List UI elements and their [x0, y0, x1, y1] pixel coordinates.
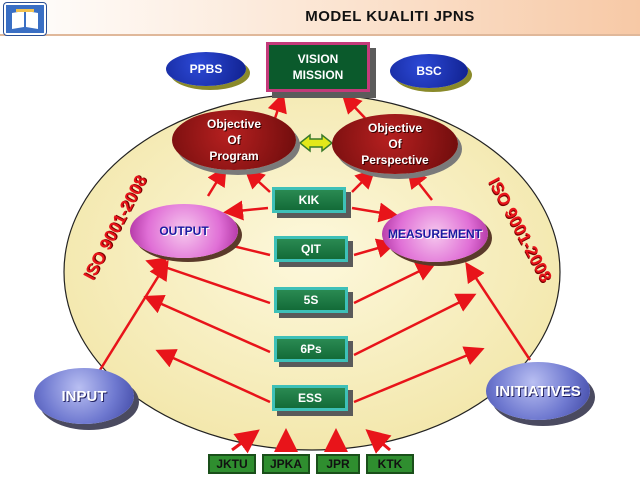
jpr-label: JPR	[326, 457, 350, 471]
6ps-label: 6Ps	[300, 342, 322, 356]
measurement-node: MEASUREMENT	[382, 206, 488, 262]
center-box-kik: KIK	[272, 187, 346, 213]
jpka-label: JPKA	[269, 457, 302, 471]
bsc-label: BSC	[416, 64, 442, 78]
qit-label: QIT	[301, 242, 321, 256]
objective-perspective-node: Objective Of Perspective	[332, 114, 458, 174]
center-box-6ps: 6Ps	[274, 336, 348, 362]
kik-label: KIK	[298, 193, 320, 207]
ppbs-node: PPBS	[166, 52, 246, 86]
center-box-qit: QIT	[274, 236, 348, 262]
input-label: INPUT	[61, 387, 107, 405]
center-box-ess: ESS	[272, 385, 348, 411]
bsc-node: BSC	[390, 54, 468, 88]
objective-program-node: Objective Of Program	[172, 110, 296, 170]
5s-label: 5S	[303, 293, 319, 307]
book-logo-icon	[4, 3, 46, 35]
input-node: INPUT	[34, 368, 134, 424]
initiatives-label: INITIATIVES	[495, 382, 581, 400]
page-title: MODEL KUALITI JPNS	[305, 8, 475, 25]
vision-label: VISION	[297, 52, 339, 66]
arrows-bottom	[231, 428, 392, 454]
objective-program-line-2: Of	[227, 133, 241, 147]
jktu-label: JKTU	[216, 457, 248, 471]
ess-label: ESS	[297, 391, 322, 405]
title-bar: MODEL KUALITI JPNS	[0, 0, 640, 36]
objective-program-line-3: Program	[209, 149, 259, 163]
output-node: OUTPUT	[130, 204, 238, 258]
arrows-left	[98, 92, 287, 404]
bottom-box-jktu: JKTU	[208, 454, 256, 474]
objective-program-line-1: Objective	[206, 117, 262, 131]
measurement-label: MEASUREMENT	[387, 227, 482, 241]
objective-perspective-line-3: Perspective	[361, 153, 429, 167]
initiatives-node: INITIATIVES	[486, 362, 590, 420]
quality-ellipse	[63, 93, 561, 451]
ppbs-label: PPBS	[189, 62, 223, 76]
objective-perspective-line-1: Objective	[367, 121, 423, 135]
objective-perspective-line-2: Of	[388, 137, 402, 151]
ktk-label: KTK	[377, 457, 403, 471]
center-box-5s: 5S	[274, 287, 348, 313]
bottom-box-ktk: KTK	[366, 454, 414, 474]
bottom-box-jpr: JPR	[316, 454, 360, 474]
vision-mission-node: VISION MISSION	[266, 42, 370, 92]
arrows-right	[244, 93, 532, 404]
output-label: OUTPUT	[159, 224, 209, 238]
bottom-box-jpka: JPKA	[262, 454, 310, 474]
mission-label: MISSION	[292, 68, 344, 82]
